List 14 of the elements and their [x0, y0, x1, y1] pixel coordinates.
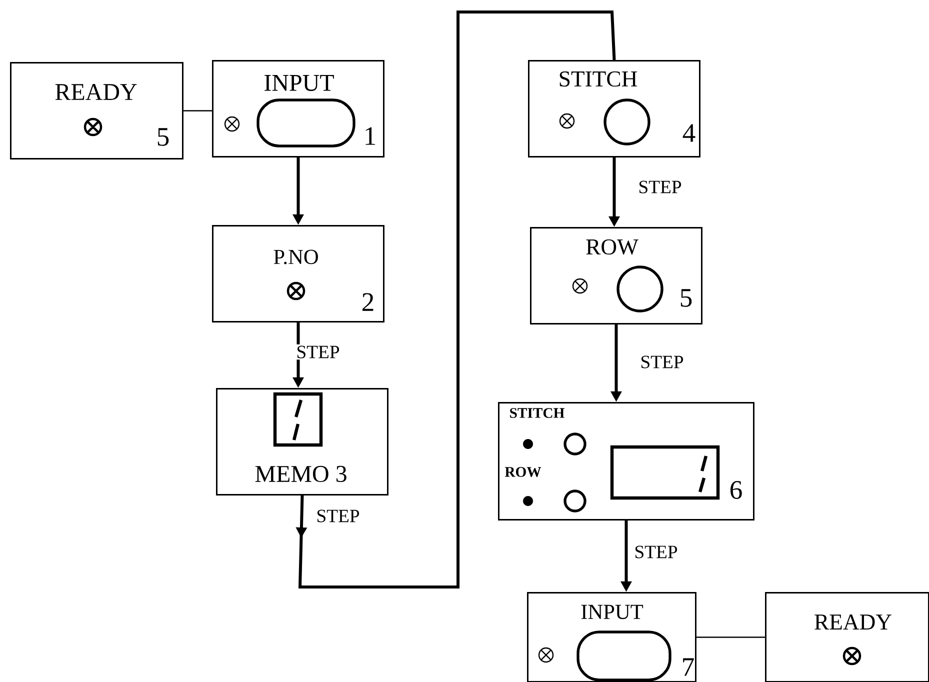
panel-box: INPUT 7 — [527, 592, 696, 682]
edge-label: STEP — [632, 544, 680, 560]
panel-box: READY 5 — [10, 62, 184, 160]
edge-label: STEP — [636, 179, 684, 195]
panel-box: ROW 5 — [530, 227, 702, 324]
edge-label: STEP — [314, 508, 362, 524]
edge-label: STEP — [638, 354, 686, 370]
panel-box: INPUT 1 — [212, 60, 384, 158]
panel-box: STITCH 4 — [528, 60, 700, 158]
panel-box: READY — [765, 592, 929, 682]
edge-label: STEP — [294, 344, 342, 360]
panel-box: P.NO 2 — [212, 225, 384, 322]
panel-box: STITCH ROW 6 — [498, 402, 754, 520]
panel-box: MEMO 3 — [216, 388, 388, 496]
